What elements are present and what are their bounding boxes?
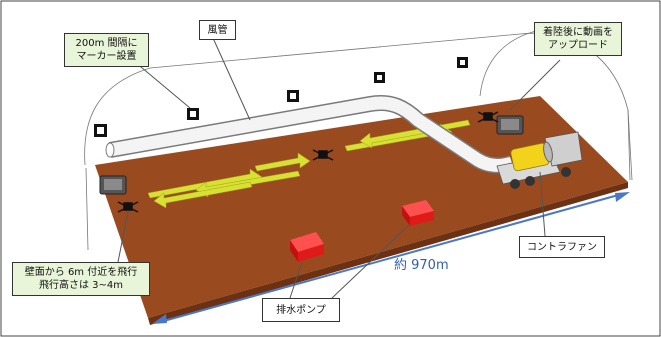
- drone-case-icon: [496, 115, 524, 135]
- pump-icon: [290, 232, 324, 262]
- upload-label-line2: アップロード: [548, 40, 608, 51]
- upload-label-line1: 着陸後に動画を: [543, 27, 613, 38]
- distance-arrow: [152, 192, 630, 324]
- air-duct-opening: [105, 142, 115, 158]
- drone-icon: [477, 111, 499, 123]
- leader-lines: [117, 37, 561, 299]
- marker-callout: 200m 間隔に マーカー設置: [64, 33, 149, 67]
- pump-callout: 排水ポンプ: [262, 298, 340, 322]
- floor-edge: [148, 182, 628, 325]
- duct-label: 風管: [207, 24, 228, 36]
- fan-label: コントラファン: [527, 241, 597, 253]
- drone-case-icon: [99, 175, 127, 195]
- pump-label: 排水ポンプ: [276, 304, 326, 316]
- arrow-left-3: [153, 181, 253, 209]
- contra-fan: [510, 141, 553, 172]
- drone-icon: [117, 201, 139, 213]
- tunnel-floor: [95, 96, 628, 318]
- upload-callout: 着陸後に動画を アップロード: [534, 22, 622, 56]
- marker-icons: [94, 57, 468, 137]
- drone-icon: [312, 149, 334, 161]
- wall-label-line1: 壁面から 6m 付近を飛行: [24, 267, 138, 278]
- arrow-right-2: [254, 152, 311, 172]
- wall-callout: 壁面から 6m 付近を飛行 飛行高さは 3~4m: [12, 262, 150, 296]
- marker-label-line1: 200m 間隔に: [75, 38, 138, 49]
- distance-label: 約 970m: [394, 258, 449, 273]
- fan-callout: コントラファン: [519, 236, 605, 258]
- wall-label-line2: 飛行高さは 3~4m: [38, 280, 124, 291]
- tunnel-outline: [84, 29, 633, 251]
- marker-label-line2: マーカー設置: [76, 51, 137, 62]
- pump-icon: [402, 200, 434, 226]
- duct-callout: 風管: [199, 20, 236, 40]
